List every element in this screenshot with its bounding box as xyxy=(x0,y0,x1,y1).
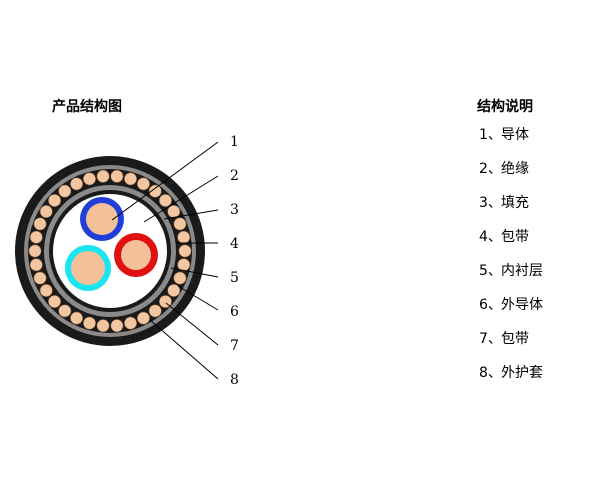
legend-item-number: 3、 xyxy=(479,195,502,211)
armor-wire xyxy=(70,311,84,325)
conductor-blue-core xyxy=(86,203,118,235)
armor-wire xyxy=(58,184,72,198)
conductor-red-core xyxy=(121,240,151,270)
leader-line-2 xyxy=(143,175,219,223)
leader-line-8 xyxy=(149,319,219,380)
armor-wire xyxy=(110,319,124,333)
legend-item-label: 填充 xyxy=(501,195,529,211)
legend-item-number: 1、 xyxy=(479,127,502,143)
legend-item: 6、外导体 xyxy=(479,295,543,329)
armor-wire xyxy=(110,169,124,183)
legend-item-label: 导体 xyxy=(501,127,529,143)
leader-line-7 xyxy=(165,302,219,346)
legend-item-label: 外导体 xyxy=(501,297,543,313)
armor-wire xyxy=(167,205,181,219)
legend-item: 1、导体 xyxy=(479,125,543,159)
leader-line-5 xyxy=(170,267,219,278)
callout-number-1: 1 xyxy=(230,134,239,150)
diagram-title: 产品结构图 xyxy=(52,99,122,115)
legend-item-number: 5、 xyxy=(479,263,502,279)
armor-wire xyxy=(177,258,191,272)
armor-wire xyxy=(28,244,42,258)
armor-wire xyxy=(82,172,96,186)
legend-item: 4、包带 xyxy=(479,227,543,261)
armor-wire xyxy=(178,244,192,258)
legend-item-label: 绝缘 xyxy=(501,161,529,177)
armor-wire xyxy=(48,295,62,309)
legend-item-label: 包带 xyxy=(501,229,529,245)
armor-wire xyxy=(148,184,162,198)
leader-line-6 xyxy=(177,285,219,311)
armor-wire xyxy=(136,177,150,191)
armor-wire xyxy=(173,217,187,231)
legend-item: 7、包带 xyxy=(479,329,543,363)
armor-wire xyxy=(33,271,47,285)
callout-number-4: 4 xyxy=(230,236,239,252)
armor-wire xyxy=(158,193,172,207)
legend-title: 结构说明 xyxy=(477,99,533,115)
structure-legend: 1、导体 2、绝缘 3、填充 4、包带 5、内衬层 6、外导体 7、包带 8、外… xyxy=(479,125,543,397)
legend-item: 5、内衬层 xyxy=(479,261,543,295)
armor-wire xyxy=(82,316,96,330)
armor-wire xyxy=(96,169,110,183)
armor-wire xyxy=(167,283,181,297)
legend-item-number: 4、 xyxy=(479,229,502,245)
armor-wire-ring xyxy=(28,169,192,333)
leader-line-3 xyxy=(163,209,219,220)
legend-item: 3、填充 xyxy=(479,193,543,227)
armor-wire xyxy=(29,230,43,244)
legend-item-label: 包带 xyxy=(501,331,529,347)
armor-wire xyxy=(173,271,187,285)
armor-wire xyxy=(58,304,72,318)
callout-number-5: 5 xyxy=(230,270,239,286)
armor-wire xyxy=(33,217,47,231)
callout-number-8: 8 xyxy=(230,372,239,388)
legend-item-number: 2、 xyxy=(479,161,502,177)
legend-item-number: 6、 xyxy=(479,297,502,313)
callout-number-3: 3 xyxy=(230,202,239,218)
legend-item-number: 7、 xyxy=(479,331,502,347)
legend-item-number: 8、 xyxy=(479,365,502,381)
armor-wire xyxy=(136,311,150,325)
legend-item: 8、外护套 xyxy=(479,363,543,397)
armor-wire xyxy=(148,304,162,318)
armor-wire xyxy=(96,319,110,333)
conductor-cyan-core xyxy=(71,251,105,285)
armor-wire xyxy=(39,283,53,297)
leader-line-1 xyxy=(111,141,219,221)
armor-wire xyxy=(124,316,138,330)
armor-wire xyxy=(48,193,62,207)
legend-item: 2、绝缘 xyxy=(479,159,543,193)
callout-number-6: 6 xyxy=(230,304,239,320)
armor-wire xyxy=(39,205,53,219)
callout-number-7: 7 xyxy=(230,338,239,354)
armor-wire xyxy=(124,172,138,186)
legend-item-label: 内衬层 xyxy=(501,263,543,279)
callout-number-2: 2 xyxy=(230,168,239,184)
armor-wire xyxy=(177,230,191,244)
armor-wire xyxy=(29,258,43,272)
armor-wire xyxy=(70,177,84,191)
legend-item-label: 外护套 xyxy=(501,365,543,381)
